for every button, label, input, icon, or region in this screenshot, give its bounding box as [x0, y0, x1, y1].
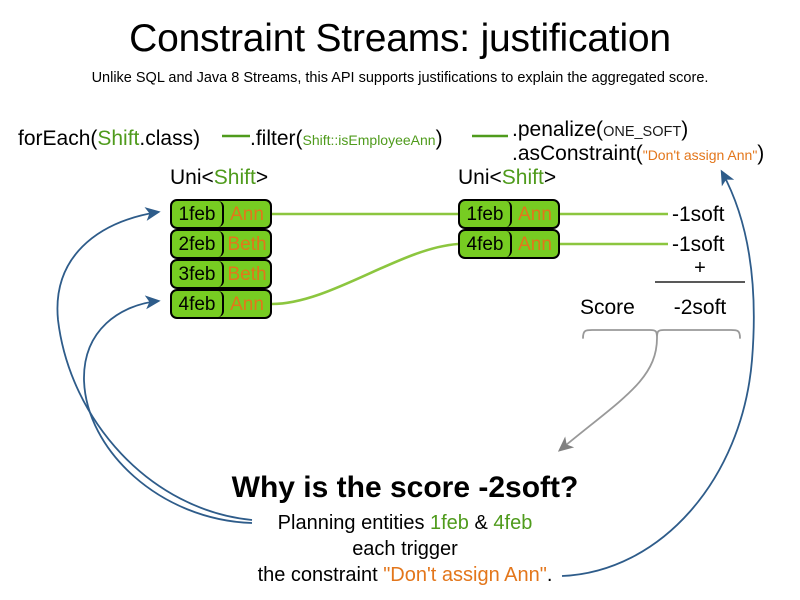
- entity-4feb: 4feb: [493, 512, 533, 534]
- filter-close: ): [435, 127, 443, 150]
- score-label: Score: [580, 296, 635, 319]
- explanation-line1-pre: Planning entities: [277, 512, 430, 534]
- penalize-close: ): [681, 118, 689, 141]
- explanation-line3-post: .: [546, 564, 553, 586]
- foreach-rest: .class): [139, 127, 201, 150]
- penalize-arg: ONE_SOFT: [603, 124, 682, 140]
- shift-date: 1feb: [460, 201, 512, 227]
- asconstraint-call: .asConstraint(: [512, 142, 643, 165]
- pipeline-step-foreach: forEach(Shift.class): [18, 126, 200, 151]
- shift-employee: Ann: [518, 203, 552, 225]
- shift-card[interactable]: 4feb Ann: [170, 289, 272, 319]
- penalize-call: .penalize(: [512, 118, 604, 141]
- pipeline-step-filter: .filter(Shift::isEmployeeAnn): [250, 126, 443, 153]
- constraint-name: "Don't assign Ann": [383, 564, 547, 586]
- filter-arg: Shift::isEmployeeAnn: [302, 132, 436, 148]
- shift-card[interactable]: 1feb Ann: [170, 199, 272, 229]
- score-brace: [582, 329, 741, 339]
- shift-employee: Beth: [227, 263, 267, 285]
- brace-to-explanation-arrow: [557, 337, 658, 452]
- shift-card[interactable]: 4feb Ann: [458, 229, 560, 259]
- shift-date: 3feb: [172, 261, 224, 287]
- entity-1feb: 1feb: [430, 512, 469, 534]
- shift-card[interactable]: 2feb Beth: [170, 229, 272, 259]
- foreach-type: Shift: [97, 127, 140, 150]
- pipeline-step-asconstraint: .asConstraint("Don't assign Ann"): [512, 141, 764, 168]
- shift-date: 4feb: [172, 291, 224, 317]
- page-title: Constraint Streams: justification: [129, 17, 671, 60]
- explanation-line3-pre: the constraint: [257, 564, 384, 586]
- shift-date: 2feb: [172, 231, 224, 257]
- explanation-heading: Why is the score -2soft?: [231, 471, 579, 504]
- uni-right-prefix: Uni<: [458, 166, 502, 189]
- explanation-line-2: each trigger: [352, 538, 458, 560]
- pipeline-step-penalize: .penalize(ONE_SOFT): [512, 117, 688, 145]
- uni-right-type: Shift: [501, 166, 544, 189]
- shift-employee: Ann: [518, 233, 552, 255]
- penalty-value: -1soft: [672, 203, 725, 226]
- shift-date: 1feb: [172, 201, 224, 227]
- uni-left-prefix: Uni<: [170, 166, 214, 189]
- shift-date: 4feb: [460, 231, 512, 257]
- shift-card[interactable]: 3feb Beth: [170, 259, 272, 289]
- uni-right-suffix: >: [543, 166, 557, 189]
- uni-left-type: Shift: [213, 166, 256, 189]
- stream-label-right: Uni<Shift>: [458, 166, 556, 190]
- uni-left-suffix: >: [255, 166, 269, 189]
- asconstraint-arg: "Don't assign Ann": [642, 147, 758, 163]
- stream-link-4feb: [271, 242, 459, 306]
- foreach-call: forEach(: [18, 127, 98, 150]
- explanation-line-1: Planning entities 1feb & 4feb: [180, 511, 630, 535]
- page-subtitle: Unlike SQL and Java 8 Streams, this API …: [91, 70, 709, 86]
- explanation-line-3: the constraint "Don't assign Ann".: [180, 563, 630, 587]
- stream-label-left: Uni<Shift>: [170, 166, 268, 190]
- asconstraint-close: ): [757, 142, 765, 165]
- sum-operator: +: [694, 257, 706, 279]
- sum-divider: [655, 281, 745, 283]
- shift-employee: Ann: [230, 203, 264, 225]
- shift-employee: Ann: [230, 293, 264, 315]
- explanation-ampersand: &: [468, 512, 494, 534]
- score-total: -2soft: [673, 296, 727, 319]
- shift-card[interactable]: 1feb Ann: [458, 199, 560, 229]
- penalty-value: -1soft: [672, 233, 725, 256]
- filter-call: .filter(: [250, 127, 303, 150]
- shift-employee: Beth: [227, 233, 267, 255]
